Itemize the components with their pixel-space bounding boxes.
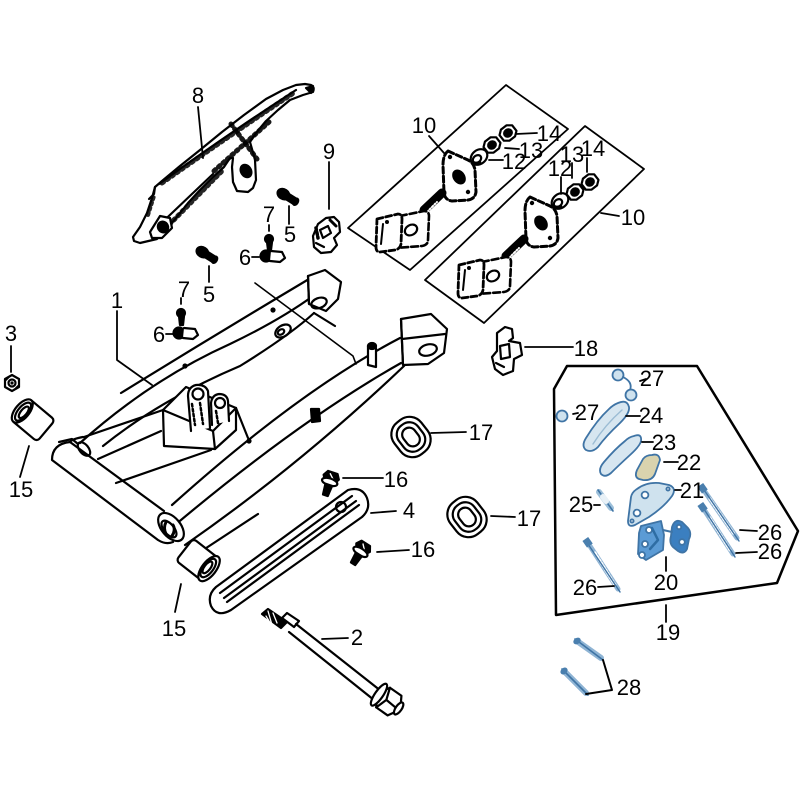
svg-text:24: 24 (639, 403, 663, 428)
svg-text:20: 20 (654, 570, 678, 595)
svg-text:7: 7 (178, 277, 190, 302)
svg-text:6: 6 (153, 322, 165, 347)
svg-text:13: 13 (560, 142, 584, 167)
svg-text:19: 19 (656, 620, 680, 645)
svg-text:27: 27 (575, 400, 599, 425)
svg-text:26: 26 (758, 520, 782, 545)
svg-text:6: 6 (239, 245, 251, 270)
svg-text:18: 18 (574, 336, 598, 361)
svg-text:16: 16 (384, 467, 408, 492)
svg-text:16: 16 (411, 537, 435, 562)
svg-text:10: 10 (621, 205, 645, 230)
svg-text:22: 22 (677, 450, 701, 475)
svg-text:14: 14 (537, 121, 561, 146)
svg-text:26: 26 (758, 539, 782, 564)
svg-text:23: 23 (652, 430, 676, 455)
svg-text:27: 27 (640, 366, 664, 391)
svg-text:5: 5 (284, 222, 296, 247)
svg-text:13: 13 (519, 138, 543, 163)
svg-text:7: 7 (263, 202, 275, 227)
svg-text:25: 25 (569, 492, 593, 517)
svg-text:17: 17 (469, 420, 493, 445)
svg-text:9: 9 (323, 139, 335, 164)
svg-text:28: 28 (617, 675, 641, 700)
svg-text:4: 4 (403, 498, 415, 523)
svg-text:15: 15 (9, 477, 33, 502)
svg-text:2: 2 (351, 625, 363, 650)
svg-text:26: 26 (573, 575, 597, 600)
svg-text:21: 21 (680, 478, 704, 503)
svg-text:17: 17 (517, 506, 541, 531)
svg-text:15: 15 (162, 616, 186, 641)
svg-text:10: 10 (412, 113, 436, 138)
svg-text:5: 5 (203, 282, 215, 307)
svg-text:14: 14 (581, 136, 605, 161)
svg-text:1: 1 (111, 288, 123, 313)
svg-text:12: 12 (548, 156, 572, 181)
svg-text:12: 12 (502, 149, 526, 174)
svg-text:8: 8 (192, 83, 204, 108)
svg-text:3: 3 (5, 321, 17, 346)
